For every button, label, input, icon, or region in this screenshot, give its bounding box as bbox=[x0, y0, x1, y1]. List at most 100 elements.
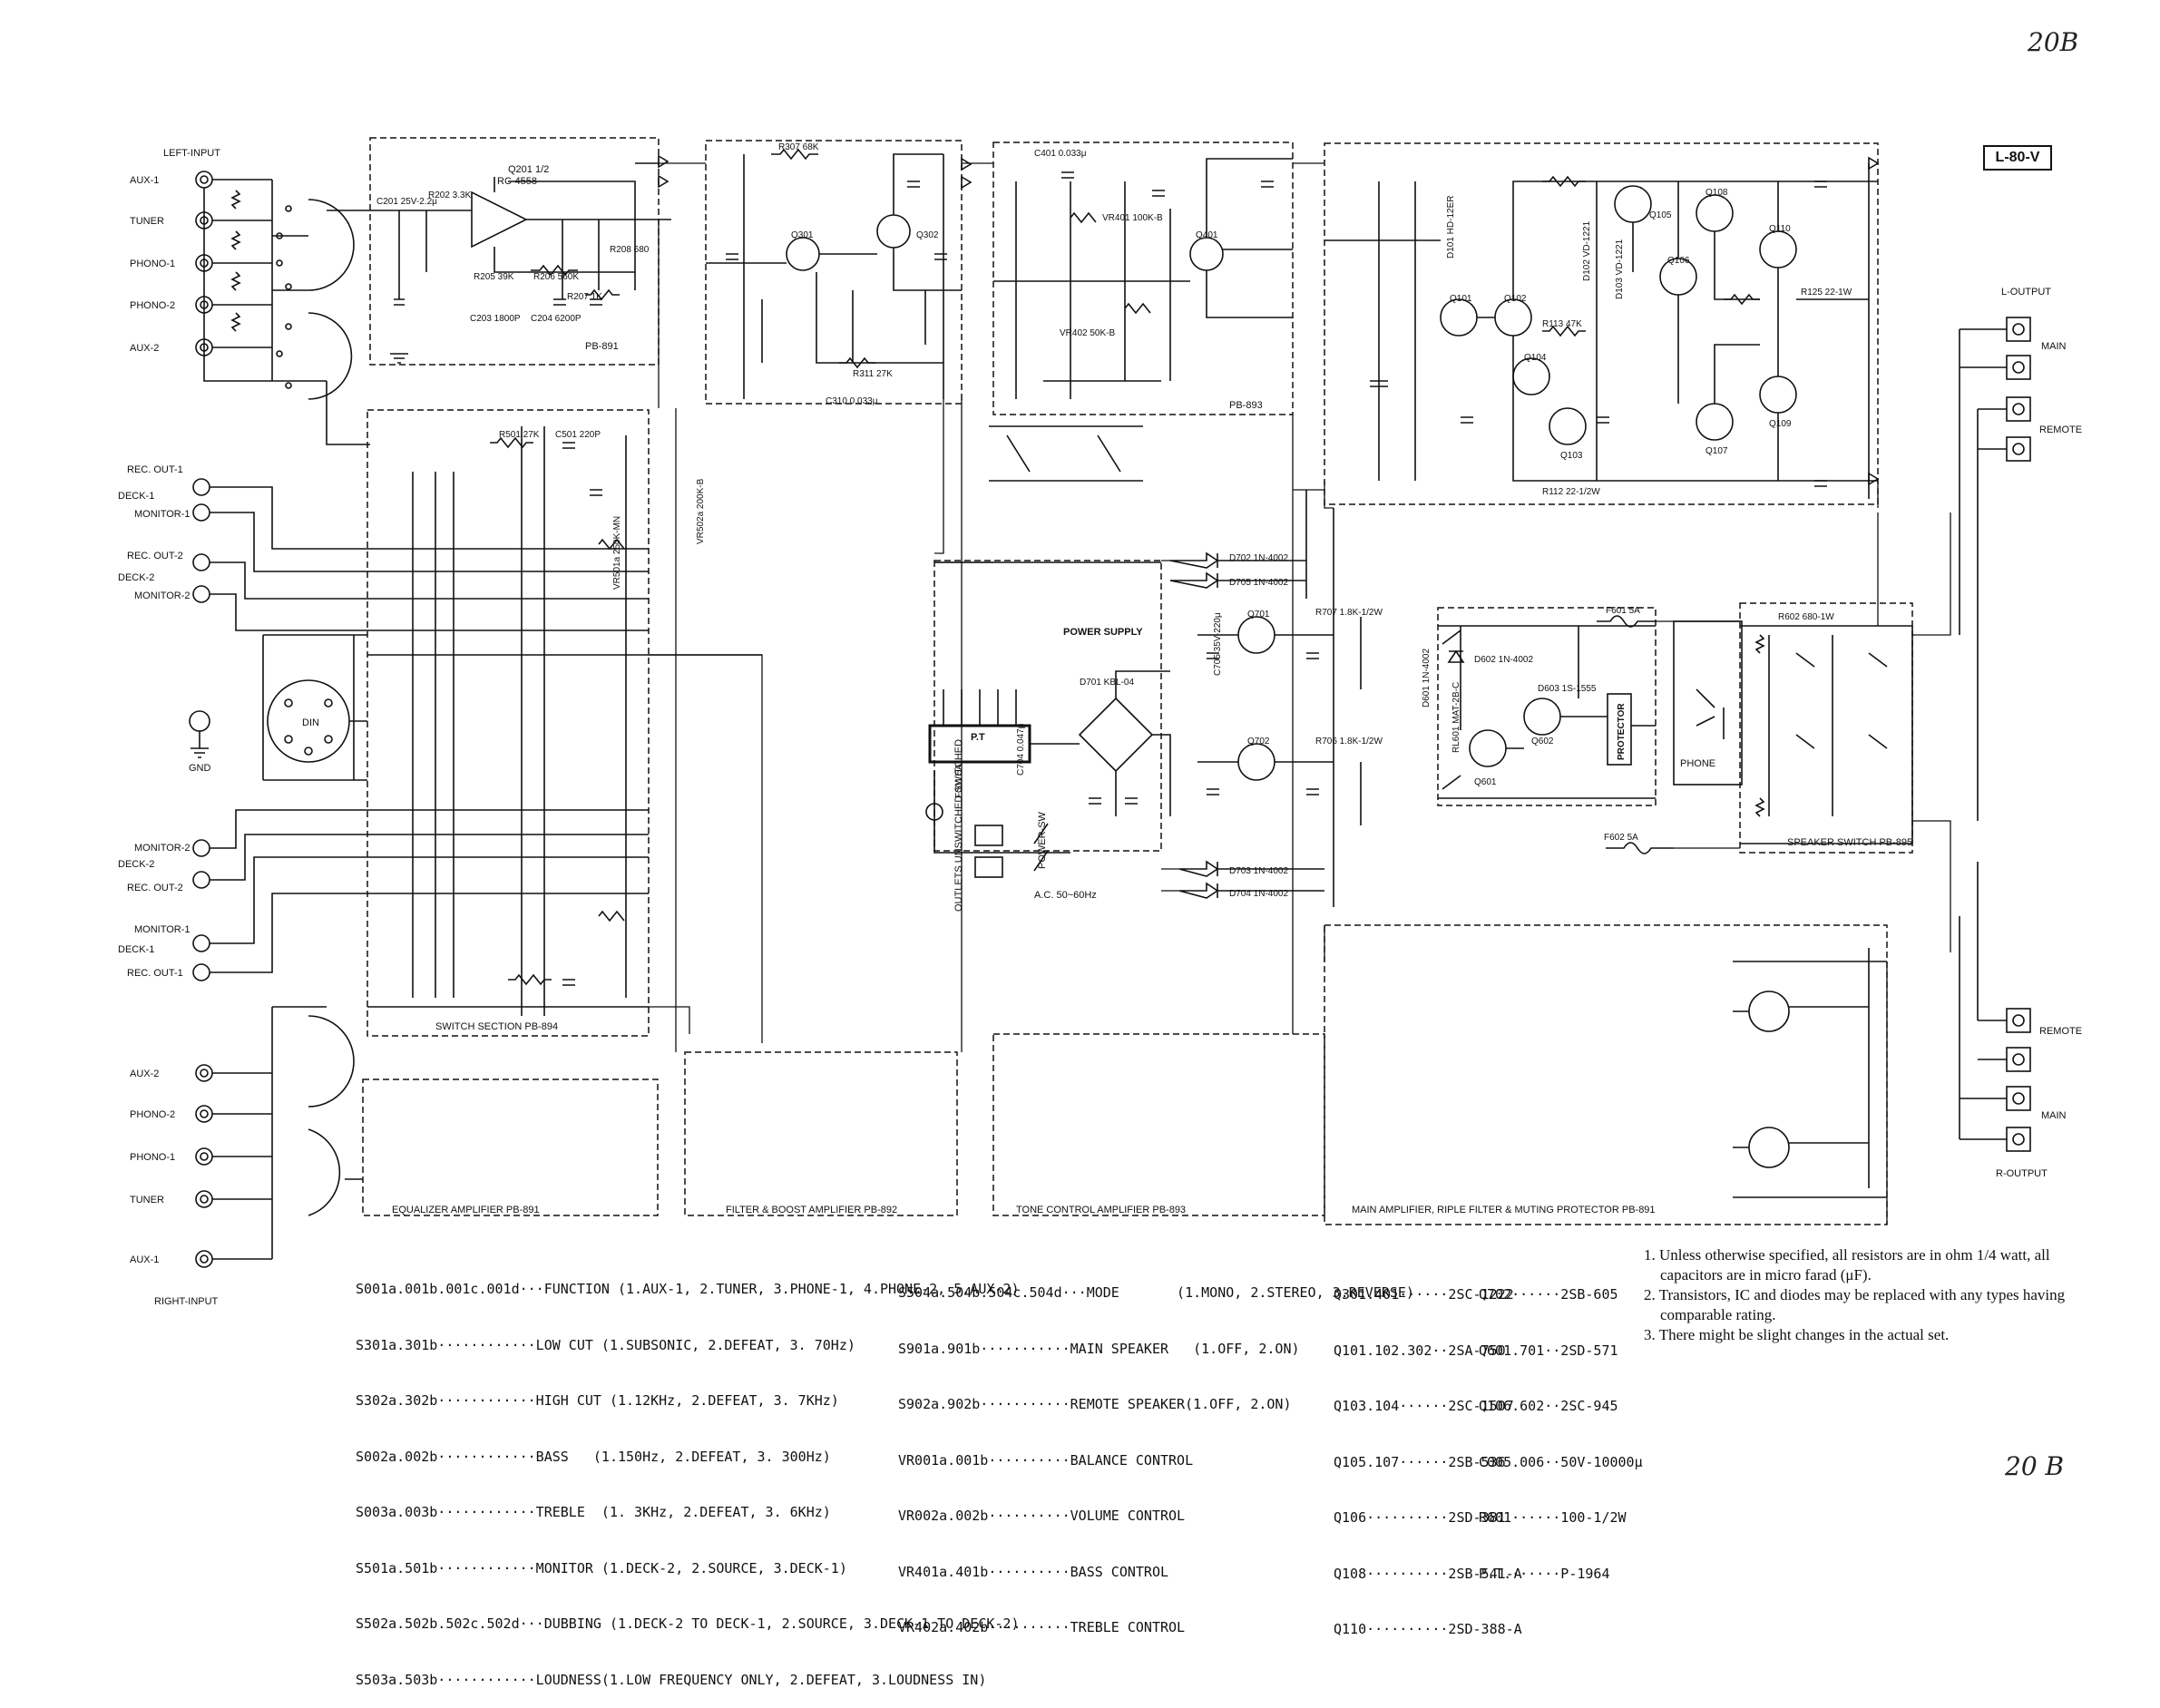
jack-left-aux1 bbox=[195, 171, 213, 189]
parts-row: C005.006··50V-10000μ bbox=[1479, 1453, 1643, 1470]
label-l-remote: REMOTE bbox=[2039, 425, 2082, 435]
jack-right-aux2 bbox=[195, 1064, 213, 1082]
label-speaker-switch: SPEAKER SWITCH PB-895 bbox=[1787, 837, 1912, 848]
legend-row: S002a.002b············BASS (1.150Hz, 2.D… bbox=[356, 1448, 831, 1465]
label-tape-deck2-top: DECK-2 bbox=[118, 572, 154, 583]
din-pin bbox=[324, 698, 333, 708]
transistor-q110 bbox=[1759, 230, 1797, 268]
label-tape-deck1-top: DECK-1 bbox=[118, 491, 154, 502]
jack-rec-out1-top bbox=[192, 478, 210, 496]
legend-row: S901a.901b···········MAIN SPEAKER (1.OFF… bbox=[898, 1340, 1300, 1357]
label-left-phono1: PHONO-1 bbox=[130, 259, 175, 269]
label-f001: F001 5A bbox=[954, 764, 964, 798]
label-r311: R311 27K bbox=[853, 369, 893, 379]
eq-output-arrows bbox=[658, 154, 670, 189]
jack-left-aux1-core bbox=[200, 175, 209, 184]
main-board-bottom bbox=[1324, 924, 1888, 1225]
label-tape-monitor1-bottom: MONITOR-1 bbox=[134, 924, 191, 935]
label-gnd: GND bbox=[189, 763, 211, 774]
tone-wiring bbox=[993, 158, 1293, 399]
labels: LEFT-INPUT AUX-1 TUNER PHONO-1 PHONO-2 A… bbox=[118, 142, 2082, 1307]
label-right-tuner: TUNER bbox=[130, 1195, 164, 1205]
tone-board bbox=[992, 142, 1294, 415]
terminal-hole bbox=[2012, 443, 2025, 455]
label-d601: D601 1N-4002 bbox=[1422, 649, 1432, 708]
din-socket bbox=[262, 634, 367, 781]
label-q702: Q702 bbox=[1247, 737, 1270, 747]
label-tape-deck1-bottom: DECK-1 bbox=[118, 944, 154, 955]
fuses bbox=[1597, 615, 1674, 854]
transistor-q701 bbox=[1237, 616, 1275, 654]
label-r125: R125 22-1W bbox=[1801, 288, 1852, 298]
label-pb891-top: PB-891 bbox=[585, 341, 619, 352]
left-input-resistors bbox=[230, 190, 241, 332]
label-r202: R202 3.3K bbox=[428, 190, 472, 200]
label-d704: D704 1N-4002 bbox=[1229, 889, 1288, 899]
main-amp-caps bbox=[1370, 181, 1827, 487]
main-output-arrows bbox=[1868, 156, 1880, 486]
transistor-q104 bbox=[1512, 357, 1550, 395]
label-r-output: R-OUTPUT bbox=[1996, 1168, 2048, 1179]
legend-row: S902a.902b···········REMOTE SPEAKER(1.OF… bbox=[898, 1396, 1292, 1412]
transistor-q109 bbox=[1759, 376, 1797, 414]
din-pin bbox=[284, 698, 293, 708]
outlet-unswitched bbox=[974, 856, 1003, 878]
rotary-pin bbox=[285, 323, 292, 330]
regulator-section bbox=[1169, 490, 1362, 907]
model-label: L-80-V bbox=[1983, 145, 2052, 171]
label-r307: R307 68K bbox=[778, 142, 819, 152]
switch-section bbox=[367, 426, 762, 1016]
lower-output-wiring bbox=[1733, 948, 1887, 1198]
interconnect-b bbox=[649, 560, 1179, 1043]
parts-row: Q101.102.302··2SA-750 bbox=[1334, 1342, 1506, 1359]
power-wiring bbox=[933, 561, 1171, 854]
transistor-q9a bbox=[1748, 991, 1790, 1032]
label-pb893: PB-893 bbox=[1229, 400, 1263, 411]
label-c401: C401 0.033μ bbox=[1034, 149, 1087, 159]
parts-row: Q105.107······2SB-536 bbox=[1334, 1453, 1506, 1470]
terminal-hole bbox=[2012, 323, 2025, 336]
terminal-r-remote-2 bbox=[2006, 1047, 2031, 1072]
label-din: DIN bbox=[302, 717, 319, 728]
label-right-phono1: PHONO-1 bbox=[130, 1152, 175, 1163]
tape-wiring bbox=[210, 486, 367, 973]
label-tape-monitor2-top: MONITOR-2 bbox=[134, 590, 191, 601]
protector-circuit bbox=[1438, 625, 1656, 799]
main-amp-resistors bbox=[1542, 175, 1760, 337]
label-c203: C203 1800P bbox=[470, 314, 521, 324]
parts-row: Q702······2SB-605 bbox=[1479, 1286, 1618, 1303]
switch-caps bbox=[562, 442, 602, 986]
label-q109: Q109 bbox=[1769, 419, 1792, 429]
label-r112: R112 22-1/2W bbox=[1542, 487, 1600, 497]
label-left-tuner: TUNER bbox=[130, 216, 164, 227]
protector-relay bbox=[1607, 693, 1632, 766]
equalizer-circuit bbox=[370, 154, 671, 364]
terminal-l-remote-2 bbox=[2006, 436, 2031, 462]
jack-right-phono1 bbox=[195, 1147, 213, 1166]
jack-monitor1-bottom bbox=[192, 934, 210, 952]
transistor-q108 bbox=[1696, 194, 1734, 232]
transistor-q103 bbox=[1549, 407, 1587, 445]
terminal-l-main-1 bbox=[2006, 317, 2031, 342]
tone-board-bottom bbox=[992, 1033, 1325, 1216]
fuse-f602 bbox=[1606, 842, 1674, 854]
interconnect-c bbox=[1324, 481, 1951, 1225]
label-f601: F601 5A bbox=[1606, 606, 1640, 616]
label-d701: D701 KBL-04 bbox=[1080, 678, 1134, 688]
label-q602: Q602 bbox=[1531, 737, 1554, 747]
jack-right-aux1 bbox=[195, 1250, 213, 1268]
terminal-l-remote-1 bbox=[2006, 396, 2031, 422]
jack-right-tuner bbox=[195, 1190, 213, 1208]
page-mark-bottom: 20 B bbox=[2005, 1451, 2065, 1481]
label-r207: R207 1K bbox=[567, 292, 602, 302]
parts-row: Q110··········2SD-388-A bbox=[1334, 1621, 1522, 1637]
din-pin bbox=[304, 747, 313, 756]
label-q108: Q108 bbox=[1706, 188, 1728, 198]
label-vr401: VR401 100K-B bbox=[1102, 213, 1163, 223]
jack-rec-out2-bottom bbox=[192, 871, 210, 889]
label-c201: C201 25V-2.2μ bbox=[376, 197, 437, 207]
transistor-q105 bbox=[1614, 185, 1652, 223]
legend-row: S504a.504b.504c.504d···MODE (1.MONO, 2.S… bbox=[898, 1284, 1414, 1301]
legend-row: VR001a.001b··········BALANCE CONTROL bbox=[898, 1451, 1194, 1469]
label-d705: D705 1N-4002 bbox=[1229, 578, 1288, 588]
